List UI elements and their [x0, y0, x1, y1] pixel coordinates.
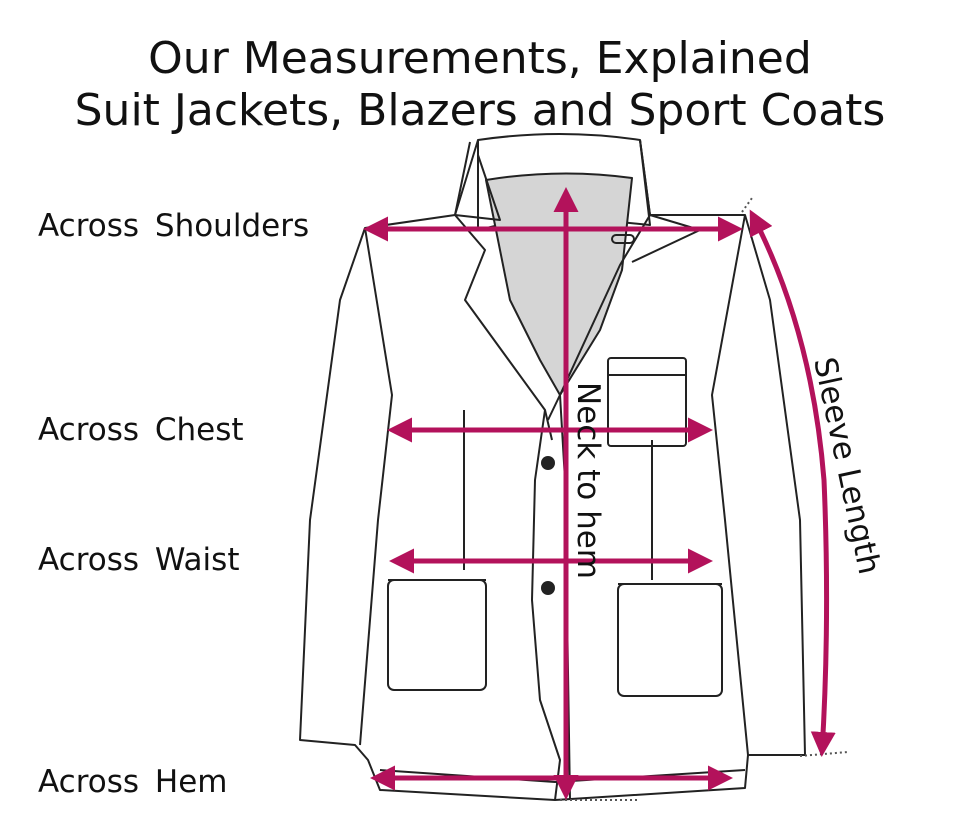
- label-across-waist: Across Waist: [38, 542, 240, 578]
- title-line-1: Our Measurements, Explained: [148, 33, 812, 84]
- label-sleeve-length: Sleeve Length: [806, 354, 887, 577]
- label-neck-to-hem: Neck to hem: [570, 382, 606, 579]
- guide-lines: [560, 197, 849, 801]
- button-bottom: [541, 581, 555, 595]
- arrow-sleeve-length: [749, 209, 836, 757]
- label-across-hem: Across Hem: [38, 764, 228, 800]
- label-across-chest: Across Chest: [38, 412, 244, 448]
- button-top: [541, 456, 555, 470]
- label-across-shoulders: Across Shoulders: [38, 208, 310, 244]
- title-line-2: Suit Jackets, Blazers and Sport Coats: [74, 85, 886, 136]
